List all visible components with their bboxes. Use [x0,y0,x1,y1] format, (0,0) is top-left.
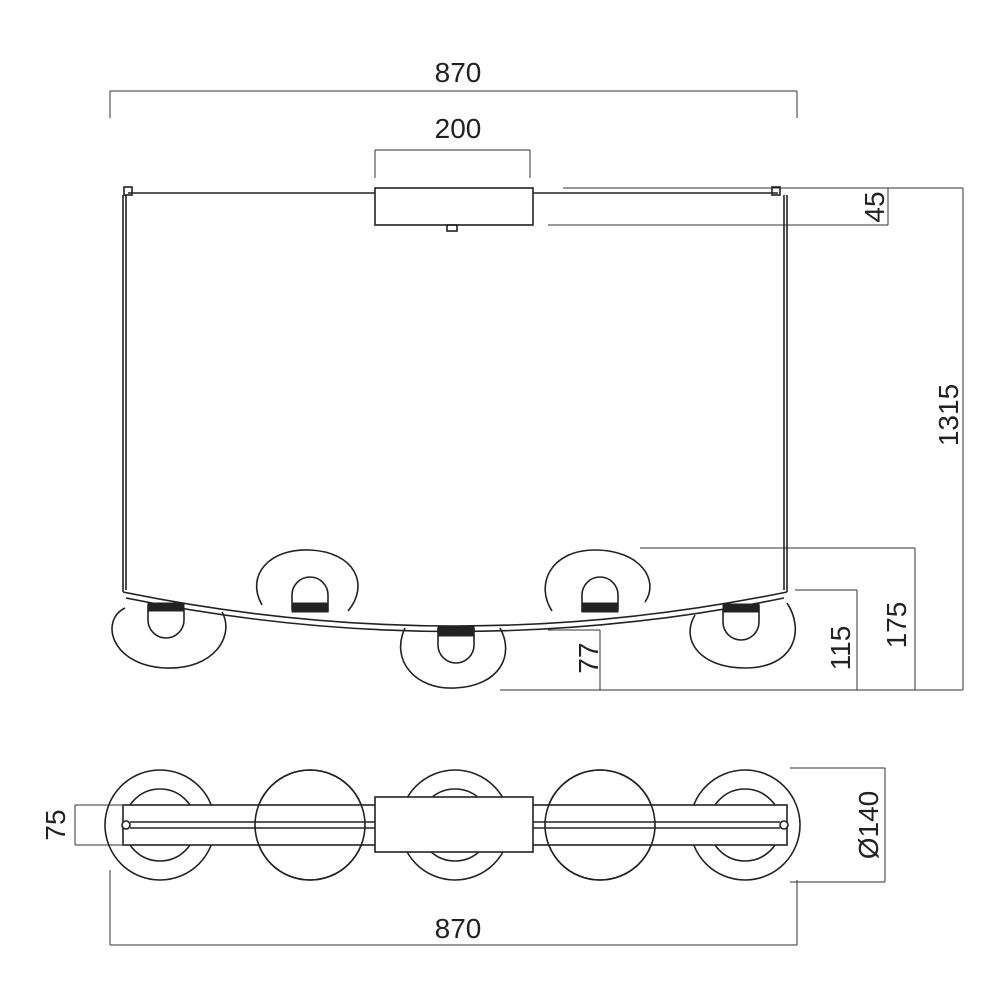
suspension-rod [123,186,781,196]
dim-label-140: Ø140 [853,791,884,860]
dim-overall-height: 1315 [500,187,964,691]
front-view: 870 200 45 1315 175 115 77 [109,57,964,691]
canopy-top [374,796,534,853]
lamp-1 [111,602,227,669]
end-cap-right [779,820,789,830]
dim-label-75: 75 [40,809,71,840]
ceiling-canopy [374,187,534,226]
left-suspension-wire [122,195,127,592]
dim-label-45: 45 [859,191,890,222]
dim-canopy-height: 45 [548,187,890,226]
dim-outer-lamps-height: 175 [640,547,916,690]
shade-2-top [254,769,366,881]
dim-label-77: 77 [573,642,604,673]
canopy-nub [446,224,458,232]
right-suspension-wire [783,195,788,592]
shade-4-top [544,769,656,881]
top-view: 75 Ø140 870 [40,767,886,946]
dim-shade-diameter: Ø140 [790,767,886,883]
dim-label-870-bottom: 870 [435,913,482,944]
dim-label-870: 870 [435,57,482,88]
dim-bar-depth: 75 [40,804,122,846]
lamp-3 [399,626,507,689]
end-cap-left [121,820,131,830]
dim-label-115: 115 [825,626,856,671]
lamp-5 [689,602,797,669]
dim-label-1315: 1315 [933,384,964,446]
lamp-2 [255,549,359,613]
dim-label-175: 175 [881,602,912,649]
dim-overall-width-bottom: 870 [109,870,798,946]
lamp-4 [544,549,651,613]
dim-overall-width-top: 870 [109,57,798,118]
dim-center-lamp-height: 77 [548,629,604,690]
dim-bar-height: 115 [795,589,858,690]
dim-canopy-width: 200 [374,113,531,178]
dim-label-200: 200 [435,113,482,144]
